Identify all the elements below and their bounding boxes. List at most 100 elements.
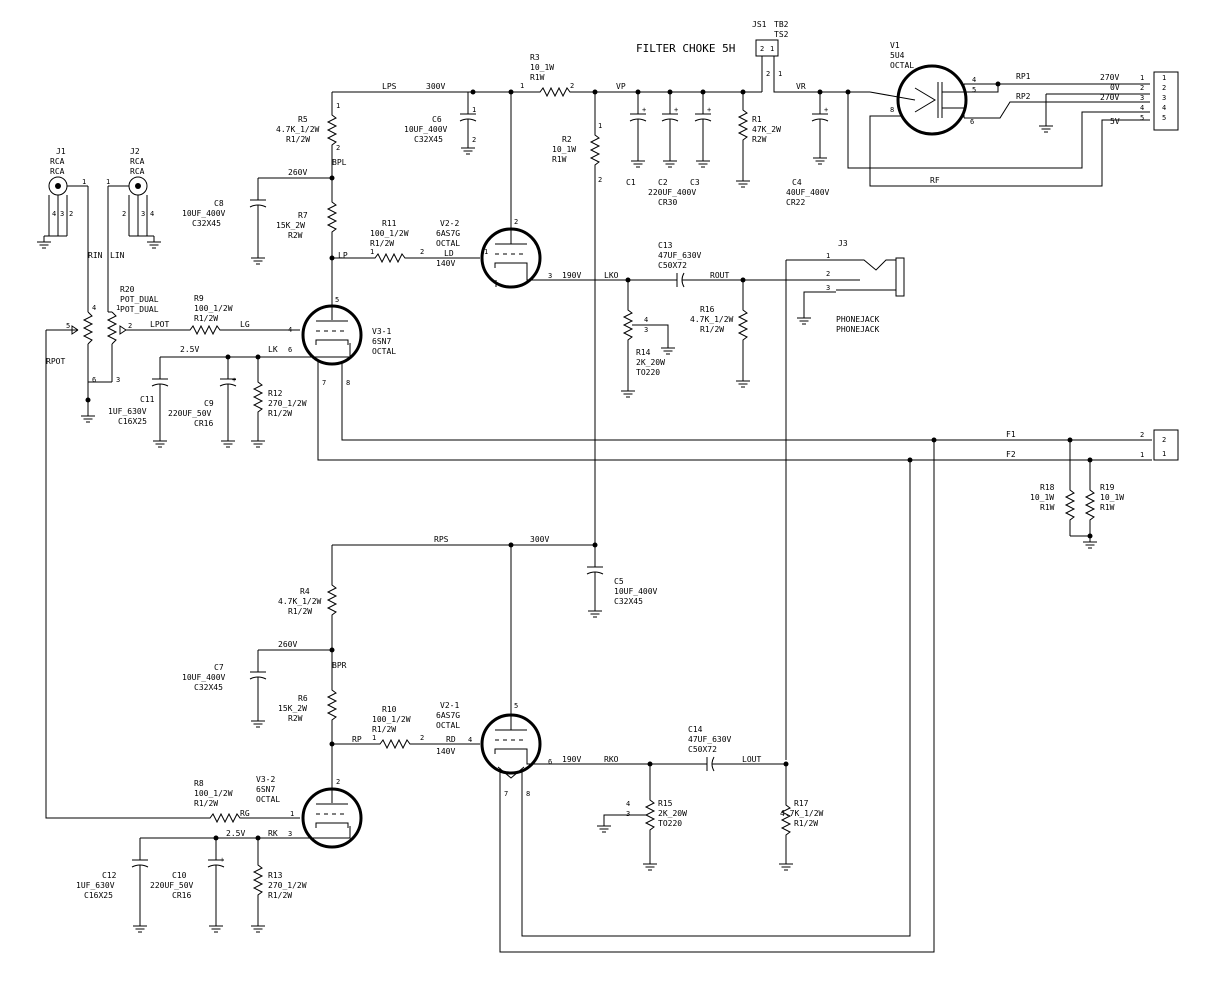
svg-text:C9: C9 [204,399,214,408]
svg-text:2: 2 [69,210,73,218]
net-rk: RK [268,829,278,838]
svg-text:6SN7: 6SN7 [256,785,275,794]
svg-text:R1W: R1W [552,155,567,164]
svg-text:OCTAL: OCTAL [890,61,914,70]
net-rout: ROUT [710,271,729,280]
svg-text:40UF_400V: 40UF_400V [786,188,830,197]
net-f2: F2 [1006,450,1016,459]
svg-text:R11: R11 [382,219,397,228]
svg-text:R1/2W: R1/2W [194,314,218,323]
svg-text:2: 2 [1140,431,1144,439]
net-lk: LK [268,345,278,354]
c13-capacitor: C13 47UF_630V C50X72 ROUT [654,241,836,288]
net-lko: LKO [604,271,619,280]
svg-text:4: 4 [52,210,56,218]
svg-text:R16: R16 [700,305,715,314]
net-lg: LG [240,320,250,329]
svg-text:R18: R18 [1040,483,1055,492]
net-lps: LPS [382,82,397,91]
svg-text:7: 7 [504,790,508,798]
svg-text:2: 2 [122,210,126,218]
svg-text:+: + [220,856,224,864]
svg-text:R1/2W: R1/2W [288,607,312,616]
svg-text:270V: 270V [1100,73,1119,82]
svg-text:V2-2: V2-2 [440,219,459,228]
svg-text:C4: C4 [792,178,802,187]
svg-text:R1/2W: R1/2W [286,135,310,144]
svg-text:6: 6 [288,346,292,354]
svg-text:5: 5 [972,86,976,94]
c2-capacitor: + C2 220UF_400V CR30 [648,91,696,207]
svg-text:C6: C6 [432,115,442,124]
c7-capacitor: C7 10UF_400V C32X45 [182,649,267,728]
r19-resistor: R19 10_1W R1W [1085,460,1124,536]
svg-text:3: 3 [644,326,648,334]
svg-text:10_1W: 10_1W [1100,493,1124,502]
net-vp: VP [616,82,626,91]
svg-text:10UF_400V: 10UF_400V [404,125,448,134]
svg-text:C8: C8 [214,199,224,208]
svg-text:2: 2 [598,176,602,184]
svg-text:5U4: 5U4 [890,51,905,60]
net-140v-top: 140V [436,259,455,268]
svg-text:R15: R15 [658,799,673,808]
svg-text:6: 6 [548,758,552,766]
c4-capacitor: + C4 40UF_400V CR22 [786,91,830,207]
svg-text:1: 1 [82,178,86,186]
svg-text:J3: J3 [838,239,848,248]
svg-text:47UF_630V: 47UF_630V [688,735,732,744]
svg-text:V3-1: V3-1 [372,327,391,336]
svg-text:R2: R2 [562,135,572,144]
svg-text:2K_20W: 2K_20W [636,358,665,367]
svg-text:R5: R5 [298,115,308,124]
svg-text:47K_2W: 47K_2W [752,125,781,134]
svg-text:C13: C13 [658,241,673,250]
net-lout: LOUT [742,755,761,764]
svg-text:6AS7G: 6AS7G [436,229,460,238]
svg-text:R1/2W: R1/2W [700,325,724,334]
svg-text:R6: R6 [298,694,308,703]
svg-text:5: 5 [1140,114,1144,122]
svg-text:10UF_400V: 10UF_400V [182,673,226,682]
svg-text:10UF_400V: 10UF_400V [182,209,226,218]
b-plus-top-rail: LPS 300V VP VR 1 2 R3 10_1W R1W [332,53,870,97]
svg-text:2: 2 [472,136,476,144]
svg-text:2: 2 [826,270,830,278]
net-rp1: RP1 [1016,72,1031,81]
svg-text:220UF_50V: 220UF_50V [150,881,194,890]
svg-text:RCA: RCA [130,167,145,176]
js1-label: JS1 [752,20,767,29]
r13-resistor: R13 270_1/2W R1/2W [250,838,307,933]
svg-text:47UF_630V: 47UF_630V [658,251,702,260]
net-vr: VR [796,82,806,91]
svg-text:+: + [824,106,828,114]
svg-text:3: 3 [626,810,630,818]
filter-choke-title: FILTER CHOKE 5H [636,42,735,55]
svg-text:C1: C1 [626,178,636,187]
svg-text:10_1W: 10_1W [1030,493,1054,502]
svg-text:0V: 0V [1110,83,1120,92]
svg-text:3: 3 [116,376,120,384]
svg-text:270_1/2W: 270_1/2W [268,881,307,890]
net-lp: LP [338,251,348,260]
svg-text:RCA: RCA [50,157,65,166]
net-lin: LIN [110,251,125,260]
svg-text:1: 1 [778,70,782,78]
svg-text:10_1W: 10_1W [552,145,576,154]
svg-text:+: + [707,106,711,114]
svg-text:R1/2W: R1/2W [372,725,396,734]
svg-text:100_1/2W: 100_1/2W [372,715,411,724]
svg-text:V2-1: V2-1 [440,701,459,710]
net-300v-bottom: 300V [530,535,549,544]
svg-text:4: 4 [468,736,472,744]
svg-text:1: 1 [1162,450,1166,458]
svg-text:100_1/2W: 100_1/2W [370,229,409,238]
svg-text:7: 7 [322,379,326,387]
svg-text:2: 2 [420,734,424,742]
net-rf: RF [930,176,940,185]
svg-text:CR22: CR22 [786,198,805,207]
svg-text:RCA: RCA [50,167,65,176]
svg-text:C50X72: C50X72 [688,745,717,754]
